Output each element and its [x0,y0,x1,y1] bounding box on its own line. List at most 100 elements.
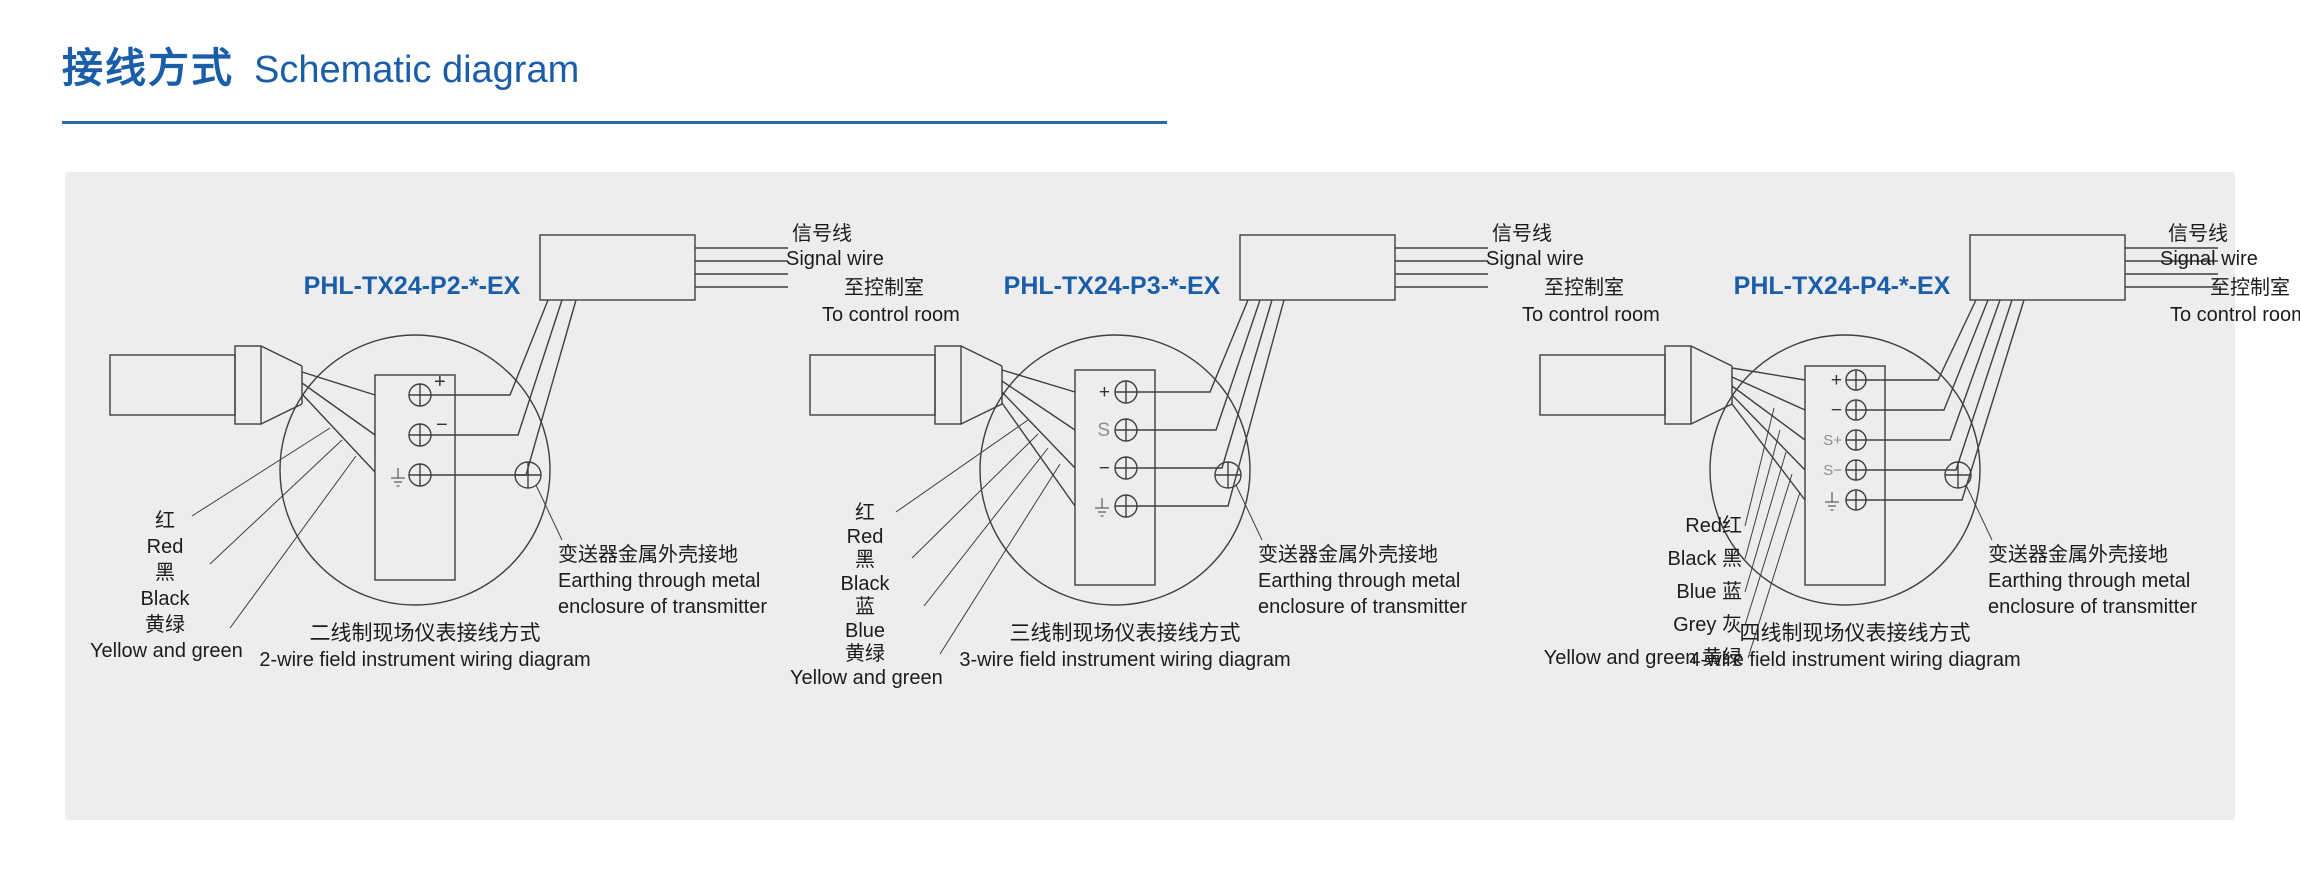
terminal-label-plus: + [434,371,446,393]
caption-cn: 四线制现场仪表接线方式 [1739,622,1971,645]
earthing-screw [1944,461,1972,489]
earth-symbol [1095,498,1109,517]
earthing-label: 变送器金属外壳接地 Earthing through metal enclosu… [1988,542,2197,620]
diagram-model-title: PHL-TX24-P3-*-EX [1003,272,1221,300]
diagram-model-title: PHL-TX24-P2-*-EX [303,272,521,300]
earthing-label-cn: 变送器金属外壳接地 [558,544,738,566]
wire-fan [301,371,376,473]
terminal-screws [408,383,432,487]
wire-label-red-en: Red [146,536,184,558]
terminal-screws [1845,369,1867,511]
terminal-label-plus: + [1831,370,1842,391]
control-room-label-cn: 至控制室 [1544,277,1624,299]
wire-label-yg-en: Yellow and green [90,640,243,662]
terminal-label-minus: − [1099,458,1110,479]
earthing-label-en1: Earthing through metal [1258,570,1461,592]
caption-cn: 三线制现场仪表接线方式 [1009,622,1241,645]
terminal-block [1804,365,1886,586]
junction-box [539,234,696,301]
signal-wires [1395,247,1488,288]
wire-label-grey: Grey 灰 [1673,614,1742,636]
terminal-block [374,374,456,581]
signal-wire-label-en: Signal wire [2160,248,2258,270]
cable [809,354,936,416]
earthing-label-en2: enclosure of transmitter [1258,596,1467,618]
cable [1539,354,1666,416]
wire-label-red-cn: 红 [855,502,875,524]
schematic-drawing-3wire: + S − [809,234,1488,655]
wire-label-yg: Yellow and green 黄绿 [1543,647,1742,669]
caption-cn: 二线制现场仪表接线方式 [309,622,541,645]
wire-label-yg-en: Yellow and green [790,666,943,689]
wire-label-black-en: Black [840,572,890,595]
wire-label-yg-cn: 黄绿 [845,643,885,665]
wire-label-black-en: Black [140,588,190,610]
terminal-block [1074,369,1156,586]
signal-wire-label-en: Signal wire [786,248,884,270]
cable-connector [1664,345,1733,425]
wiring-diagram-4wire: PHL-TX24-P4-*-EX [1520,220,2300,720]
transmitter-housing-circle [279,334,551,606]
wire-color-labels: 红 Red 黑 Black 黄绿 Yellow and green [90,508,243,664]
earthing-label-en1: Earthing through metal [558,570,761,592]
cable-connector [934,345,1003,425]
wire-label-black-cn: 黑 [155,562,175,584]
diagram-caption: 四线制现场仪表接线方式 4-wire field instrument wiri… [1575,620,2135,674]
control-room-label-en: To control room [1522,304,1660,326]
junction-box [1239,234,1396,301]
wire-label-blue-en: Blue [844,619,886,642]
terminal-wiring [1866,299,2025,501]
schematic-drawing-4wire: + − S+ S− [1539,234,2218,659]
schematic-drawing-2wire: + − [109,234,788,629]
earthing-label-en2: enclosure of transmitter [1988,596,2197,618]
control-room-label-cn: 至控制室 [2210,277,2290,299]
earthing-label: 变送器金属外壳接地 Earthing through metal enclosu… [1258,542,1467,620]
caption-en: 4-wire field instrument wiring diagram [1689,649,2021,671]
label-leader-lines [1744,407,1801,659]
page-title-en: Schematic diagram [254,49,580,91]
transmitter-housing-circle [979,334,1251,606]
earthing-screw [1214,461,1242,489]
label-leader-lines [895,419,1061,655]
control-room-label-en: To control room [822,304,960,326]
signal-wire-label-cn: 信号线 [792,223,852,245]
wiring-diagram-2wire: PHL-TX24-P2-*-EX [90,220,960,720]
label-leader-lines [191,427,357,629]
earth-symbol [1825,492,1839,511]
terminal-wiring [431,299,577,476]
terminal-label-s-plus: S+ [1823,432,1842,449]
signal-wires [2125,247,2218,288]
cable-connector [234,345,303,425]
wire-label-yg-cn: 黄绿 [145,614,185,636]
earthing-label-en1: Earthing through metal [1988,570,2191,592]
earthing-label-cn: 变送器金属外壳接地 [1988,544,2168,566]
wire-label-blue: Blue 蓝 [1676,581,1742,603]
terminal-label-plus: + [1099,382,1110,403]
page-title-cn: 接线方式 [62,45,234,91]
wiring-diagram-3wire: PHL-TX24-P3-*-EX [790,220,1660,720]
wire-label-black-cn: 黑 [855,549,875,571]
caption-en: 2-wire field instrument wiring diagram [259,649,591,671]
earth-symbol [391,468,405,487]
diagram-panel-background [65,172,2235,820]
earthing-leader-line [535,484,563,541]
diagram-caption: 二线制现场仪表接线方式 2-wire field instrument wiri… [145,620,705,674]
title-underline [62,121,1167,124]
diagram-caption: 三线制现场仪表接线方式 3-wire field instrument wiri… [845,620,1405,674]
wire-label-blue-cn: 蓝 [855,596,875,618]
signal-wire-label-cn: 信号线 [1492,223,1552,245]
wire-label-red-cn: 红 [155,510,175,532]
signal-wire-label-en: Signal wire [1486,248,1584,270]
transmitter-housing-circle [1709,334,1981,606]
earthing-screw [514,461,542,489]
earthing-leader-line [1965,484,1993,541]
terminal-screws [1114,380,1138,518]
control-room-label-en: To control room [2170,304,2300,326]
terminal-label-s: S [1097,420,1110,441]
cable [109,354,236,416]
signal-wire-label-cn: 信号线 [2168,223,2228,245]
terminal-label-minus: − [436,414,448,436]
wire-color-labels: 红 Red 黑 Black 蓝 Blue 黄绿 Yellow and green [790,502,943,690]
earthing-label: 变送器金属外壳接地 Earthing through metal enclosu… [558,542,767,620]
junction-box [1969,234,2126,301]
